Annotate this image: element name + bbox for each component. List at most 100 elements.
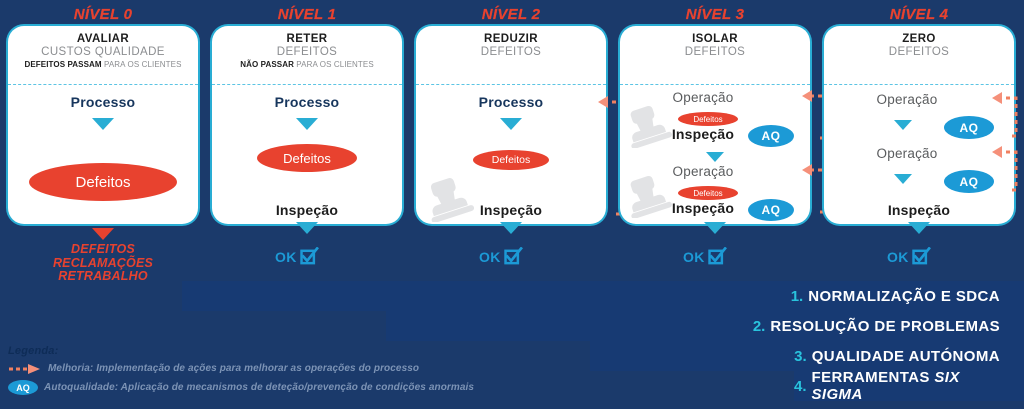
card-head-main-0: AVALIAR bbox=[76, 33, 130, 45]
card-header-3: ISOLAR DEFEITOS bbox=[620, 26, 810, 59]
arrow-down-red-icon bbox=[92, 228, 114, 240]
step-label-operation-4b: Operação bbox=[876, 146, 938, 161]
card-head-main-4: ZERO bbox=[902, 33, 936, 45]
step-label-process-0: Processo bbox=[70, 94, 136, 110]
ok-indicator-1: OK bbox=[275, 247, 319, 266]
ok-indicator-3: OK bbox=[683, 247, 727, 266]
legend-title: Legenda: bbox=[8, 345, 59, 357]
roadmap-bar-1[interactable]: 1. NORMALIZAÇÃO E SDCA bbox=[182, 281, 1024, 311]
note-grey-1: PARA OS CLIENTES bbox=[293, 60, 374, 69]
level-card-2: REDUZIR DEFEITOS Processo Defeitos Inspe… bbox=[416, 26, 606, 224]
roadmap-bar-2[interactable]: 2. RESOLUÇÃO DE PROBLEMAS bbox=[386, 311, 1024, 341]
step-label-operation-3b: Operação bbox=[672, 164, 734, 179]
card-head-main-3: ISOLAR bbox=[692, 33, 738, 45]
defect-ellipse-1: Defeitos bbox=[257, 144, 357, 172]
note-bold-1: NÃO PASSAR bbox=[240, 60, 294, 69]
note-bold-0: DEFEITOS PASSAM bbox=[24, 60, 102, 69]
defect-label-3a: Defeitos bbox=[693, 114, 723, 124]
level-title-1: NÍVEL 1 bbox=[277, 6, 337, 23]
card-divider-1 bbox=[212, 84, 402, 85]
improvement-loop-icon bbox=[992, 146, 1018, 192]
arrow-down-icon bbox=[706, 152, 724, 162]
roadmap-bar-4[interactable]: 4. FERRAMENTAS SIX SIGMA bbox=[794, 369, 1024, 403]
aq-ellipse-3a: AQ bbox=[748, 125, 794, 147]
step-label-operation-4a: Operação bbox=[876, 92, 938, 107]
level-column-4: NÍVEL 4 ZERO DEFEITOS Operação AQ Operaç… bbox=[824, 0, 1018, 300]
arrow-down-icon bbox=[296, 222, 318, 234]
card-head-note-1: NÃO PASSAR PARA OS CLIENTES bbox=[218, 59, 396, 70]
aq-ellipse-4a: AQ bbox=[944, 116, 994, 139]
legend-item-melhoria-text: Melhoria: Implementação de ações para me… bbox=[48, 363, 420, 374]
card-head-sub-4: DEFEITOS bbox=[888, 46, 950, 58]
legend-aq-label: AQ bbox=[16, 382, 30, 393]
level-column-2: NÍVEL 2 REDUZIR DEFEITOS Processo Defeit… bbox=[416, 0, 622, 300]
defect-ellipse-3b: Defeitos bbox=[678, 186, 738, 200]
checkbox-check-icon bbox=[707, 247, 727, 265]
level-card-0: AVALIAR CUSTOS QUALIDADE DEFEITOS PASSAM… bbox=[8, 26, 198, 224]
card-divider-0 bbox=[8, 84, 198, 85]
card-header-1: RETER DEFEITOS NÃO PASSAR PARA OS CLIENT… bbox=[212, 26, 402, 70]
ok-label-1: OK bbox=[275, 248, 297, 265]
level-column-3: NÍVEL 3 ISOLAR DEFEITOS Operação Defe bbox=[620, 0, 826, 300]
level-title-3: NÍVEL 3 bbox=[685, 6, 745, 23]
defect-label-2: Defeitos bbox=[491, 154, 531, 166]
defect-label-0: Defeitos bbox=[75, 173, 131, 191]
legend-item-autoqualidade-text: Autoqualidade: Aplicação de mecanismos d… bbox=[44, 382, 475, 393]
card-head-sub-2: DEFEITOS bbox=[480, 46, 542, 58]
checkbox-check-icon bbox=[911, 247, 931, 265]
step-label-process-1: Processo bbox=[274, 94, 340, 110]
legend-item-melhoria: Melhoria: Implementação de ações para me… bbox=[8, 361, 528, 376]
aq-ellipse-4b: AQ bbox=[944, 170, 994, 193]
arrow-down-icon bbox=[894, 120, 912, 130]
card-divider-2 bbox=[416, 84, 606, 85]
aq-label-4b: AQ bbox=[959, 174, 979, 189]
defect-ellipse-0: Defeitos bbox=[29, 163, 177, 201]
arrow-down-icon bbox=[908, 222, 930, 234]
card-divider-3 bbox=[620, 84, 810, 85]
roadmap-bar-3[interactable]: 3. QUALIDADE AUTÓNOMA bbox=[590, 341, 1024, 371]
step-label-inspection-3b: Inspeção bbox=[671, 200, 735, 216]
outcome-text-0: DEFEITOS RECLAMAÇÕES RETRABALHO bbox=[8, 242, 198, 284]
card-header-4: ZERO DEFEITOS bbox=[824, 26, 1014, 59]
aq-label-3b: AQ bbox=[761, 203, 781, 217]
roadmap-bar-4-number: 4. bbox=[794, 377, 807, 395]
ok-indicator-4: OK bbox=[887, 247, 931, 266]
roadmap-bar-4-label-italic: SIX SIGMA bbox=[811, 369, 960, 403]
level-column-1: NÍVEL 1 RETER DEFEITOS NÃO PASSAR PARA O… bbox=[212, 0, 402, 300]
card-head-note-0: DEFEITOS PASSAM PARA OS CLIENTES bbox=[14, 59, 192, 70]
level-card-3: ISOLAR DEFEITOS Operação Defeitos Inspeç… bbox=[620, 26, 810, 224]
level-title-0: NÍVEL 0 bbox=[73, 6, 133, 23]
ok-label-3: OK bbox=[683, 248, 705, 265]
arrow-down-icon bbox=[704, 222, 726, 234]
legend-item-autoqualidade: AQ Autoqualidade: Aplicação de mecanismo… bbox=[8, 380, 528, 395]
roadmap-bar-2-label: RESOLUÇÃO DE PROBLEMAS bbox=[770, 317, 1000, 335]
level-card-4: ZERO DEFEITOS Operação AQ Operação AQ In… bbox=[824, 26, 1014, 224]
level-title-4: NÍVEL 4 bbox=[889, 6, 949, 23]
card-head-sub-1: DEFEITOS bbox=[276, 46, 338, 58]
step-label-operation-3a: Operação bbox=[672, 90, 734, 105]
level-column-0: NÍVEL 0 AVALIAR CUSTOS QUALIDADE DEFEITO… bbox=[8, 0, 198, 300]
card-divider-4 bbox=[824, 84, 1014, 85]
arrow-down-icon bbox=[894, 174, 912, 184]
checkbox-check-icon bbox=[299, 247, 319, 265]
outcome-line-0-2: RETRABALHO bbox=[58, 269, 148, 283]
roadmap-bar-3-label: QUALIDADE AUTÓNOMA bbox=[811, 347, 1000, 365]
level-card-1: RETER DEFEITOS NÃO PASSAR PARA OS CLIENT… bbox=[212, 26, 402, 224]
aq-ellipse-3b: AQ bbox=[748, 199, 794, 221]
step-label-inspection-4: Inspeção bbox=[887, 202, 951, 218]
step-label-inspection-1: Inspeção bbox=[275, 202, 339, 218]
card-header-0: AVALIAR CUSTOS QUALIDADE DEFEITOS PASSAM… bbox=[8, 26, 198, 70]
card-head-sub-0: CUSTOS QUALIDADE bbox=[41, 46, 165, 58]
card-head-sub-3: DEFEITOS bbox=[684, 46, 746, 58]
defect-ellipse-2: Defeitos bbox=[473, 150, 549, 170]
aq-ellipse-icon: AQ bbox=[8, 380, 38, 395]
note-grey-0: PARA OS CLIENTES bbox=[101, 60, 182, 69]
ok-label-4: OK bbox=[887, 248, 909, 265]
roadmap-bar-1-label: NORMALIZAÇÃO E SDCA bbox=[808, 287, 1000, 305]
outcome-line-0-0: DEFEITOS bbox=[71, 242, 135, 256]
roadmap-bar-4-label-main: FERRAMENTAS bbox=[811, 369, 935, 386]
arrow-down-icon bbox=[296, 118, 318, 130]
dotted-arrow-icon bbox=[9, 363, 40, 374]
arrow-down-icon bbox=[500, 118, 522, 130]
